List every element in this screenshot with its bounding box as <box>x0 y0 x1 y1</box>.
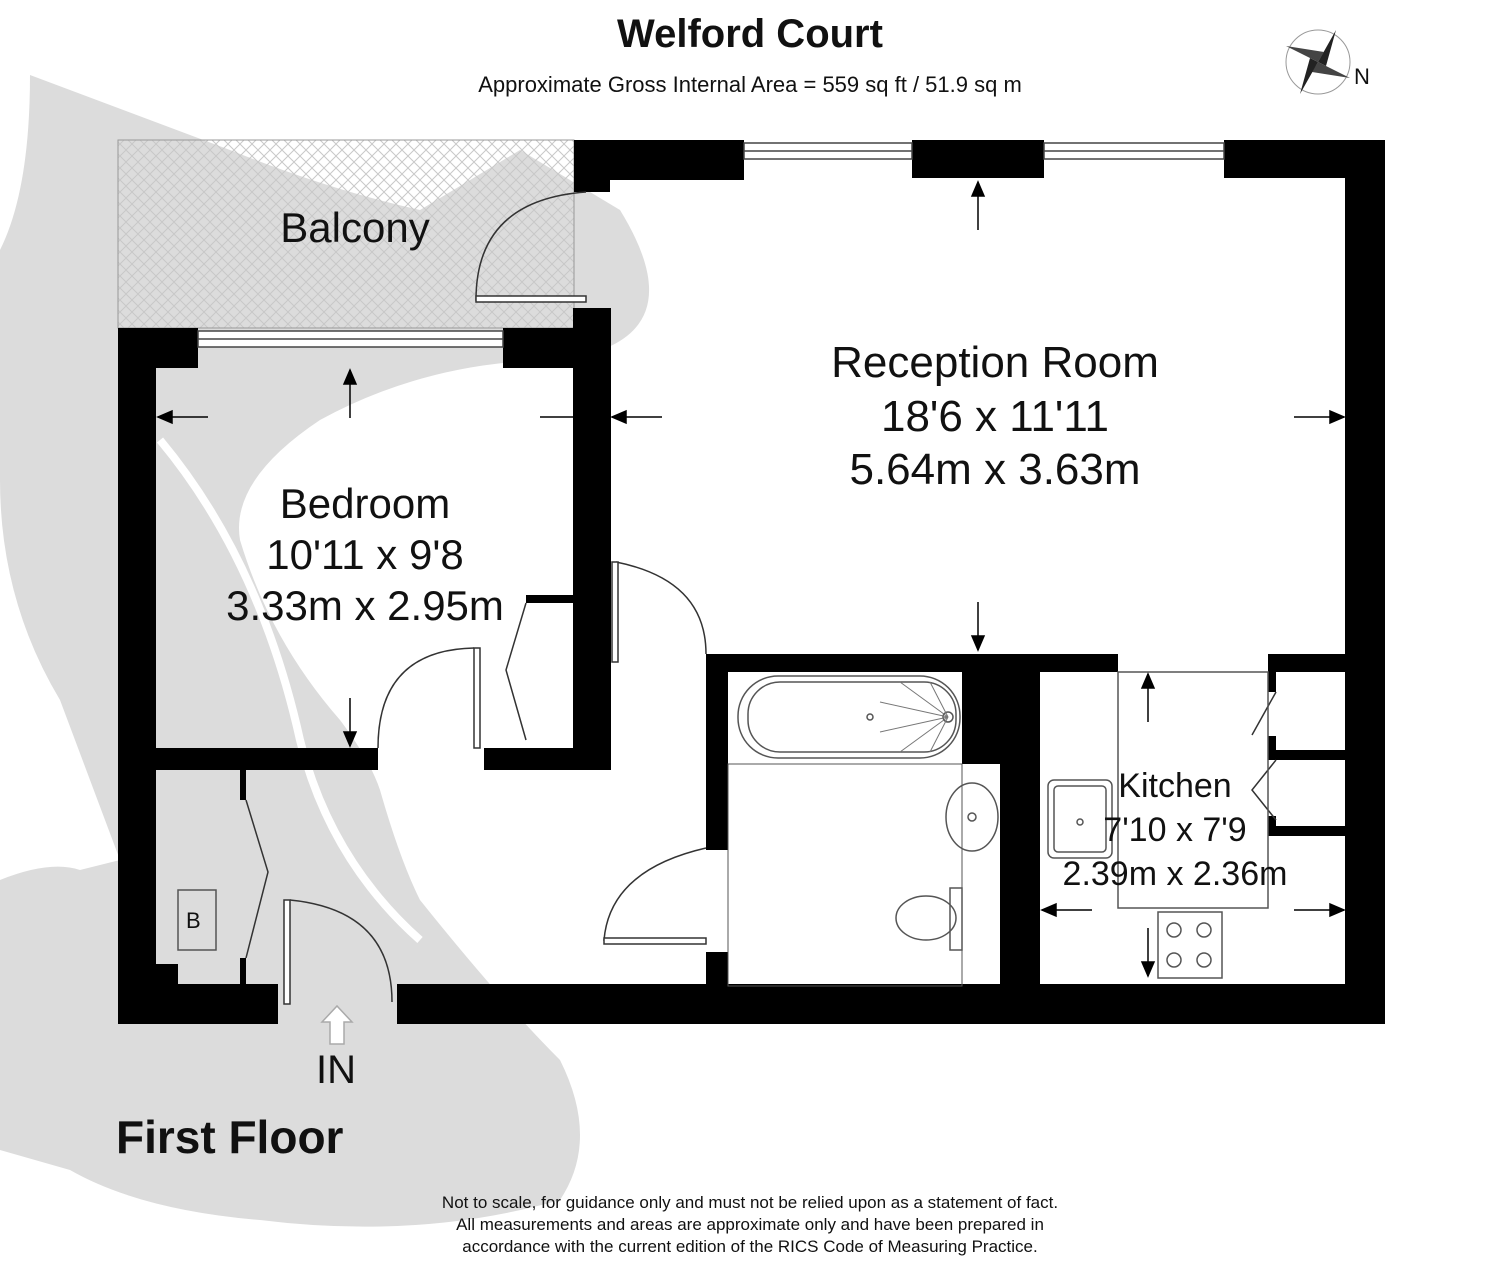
floor-label: First Floor <box>116 1111 344 1163</box>
room-metric: 2.39m x 2.36m <box>1062 855 1288 894</box>
hob <box>1157 911 1223 979</box>
toilet-cistern <box>949 887 963 951</box>
entrance-label: IN <box>316 1048 356 1092</box>
room-bedroom: Bedroom 10'11 x 9'8 3.33m x 2.95m <box>200 478 530 632</box>
disclaimer-line: All measurements and areas are approxima… <box>456 1215 1044 1235</box>
compass-icon <box>1285 29 1351 95</box>
room-balcony: Balcony <box>255 202 455 253</box>
disclaimer-line: accordance with the current edition of t… <box>462 1237 1038 1257</box>
room-metric: 5.64m x 3.63m <box>849 445 1141 495</box>
bath <box>737 675 961 759</box>
room-imperial: 7'10 x 7'9 <box>1103 811 1247 850</box>
fixtures <box>177 671 1269 987</box>
room-imperial: 18'6 x 11'11 <box>880 391 1109 441</box>
room-name: Balcony <box>280 204 430 251</box>
boiler-box <box>177 889 217 951</box>
north-label: N <box>1354 64 1370 89</box>
boiler-label: B <box>186 908 201 933</box>
page-title: Welford Court <box>617 12 883 56</box>
room-name: Reception Room <box>831 338 1159 387</box>
disclaimer: Not to scale, for guidance only and must… <box>0 1192 1500 1258</box>
shower-lines <box>879 681 949 753</box>
dimension-arrows <box>156 180 1346 978</box>
room-kitchen: Kitchen 7'10 x 7'9 2.39m x 2.36m <box>1050 764 1300 897</box>
disclaimer-line: Not to scale, for guidance only and must… <box>441 1193 1059 1212</box>
toilet-bowl <box>895 895 957 941</box>
basin <box>945 782 999 852</box>
kitchen-sink <box>1047 779 1113 859</box>
room-reception: Reception Room 18'6 x 11'11 5.64m x 3.63… <box>790 336 1200 497</box>
watermark-swoosh <box>156 437 423 943</box>
room-imperial: 10'11 x 9'8 <box>266 531 464 579</box>
entrance-arrow <box>320 1004 354 1045</box>
room-metric: 3.33m x 2.95m <box>226 582 504 630</box>
walls <box>118 140 1385 1024</box>
area-subtitle: Approximate Gross Internal Area = 559 sq… <box>478 72 1022 97</box>
kitchen-counter <box>1117 671 1269 909</box>
room-name: Kitchen <box>1118 767 1232 805</box>
room-name: Bedroom <box>279 480 451 527</box>
windows <box>197 142 1225 348</box>
